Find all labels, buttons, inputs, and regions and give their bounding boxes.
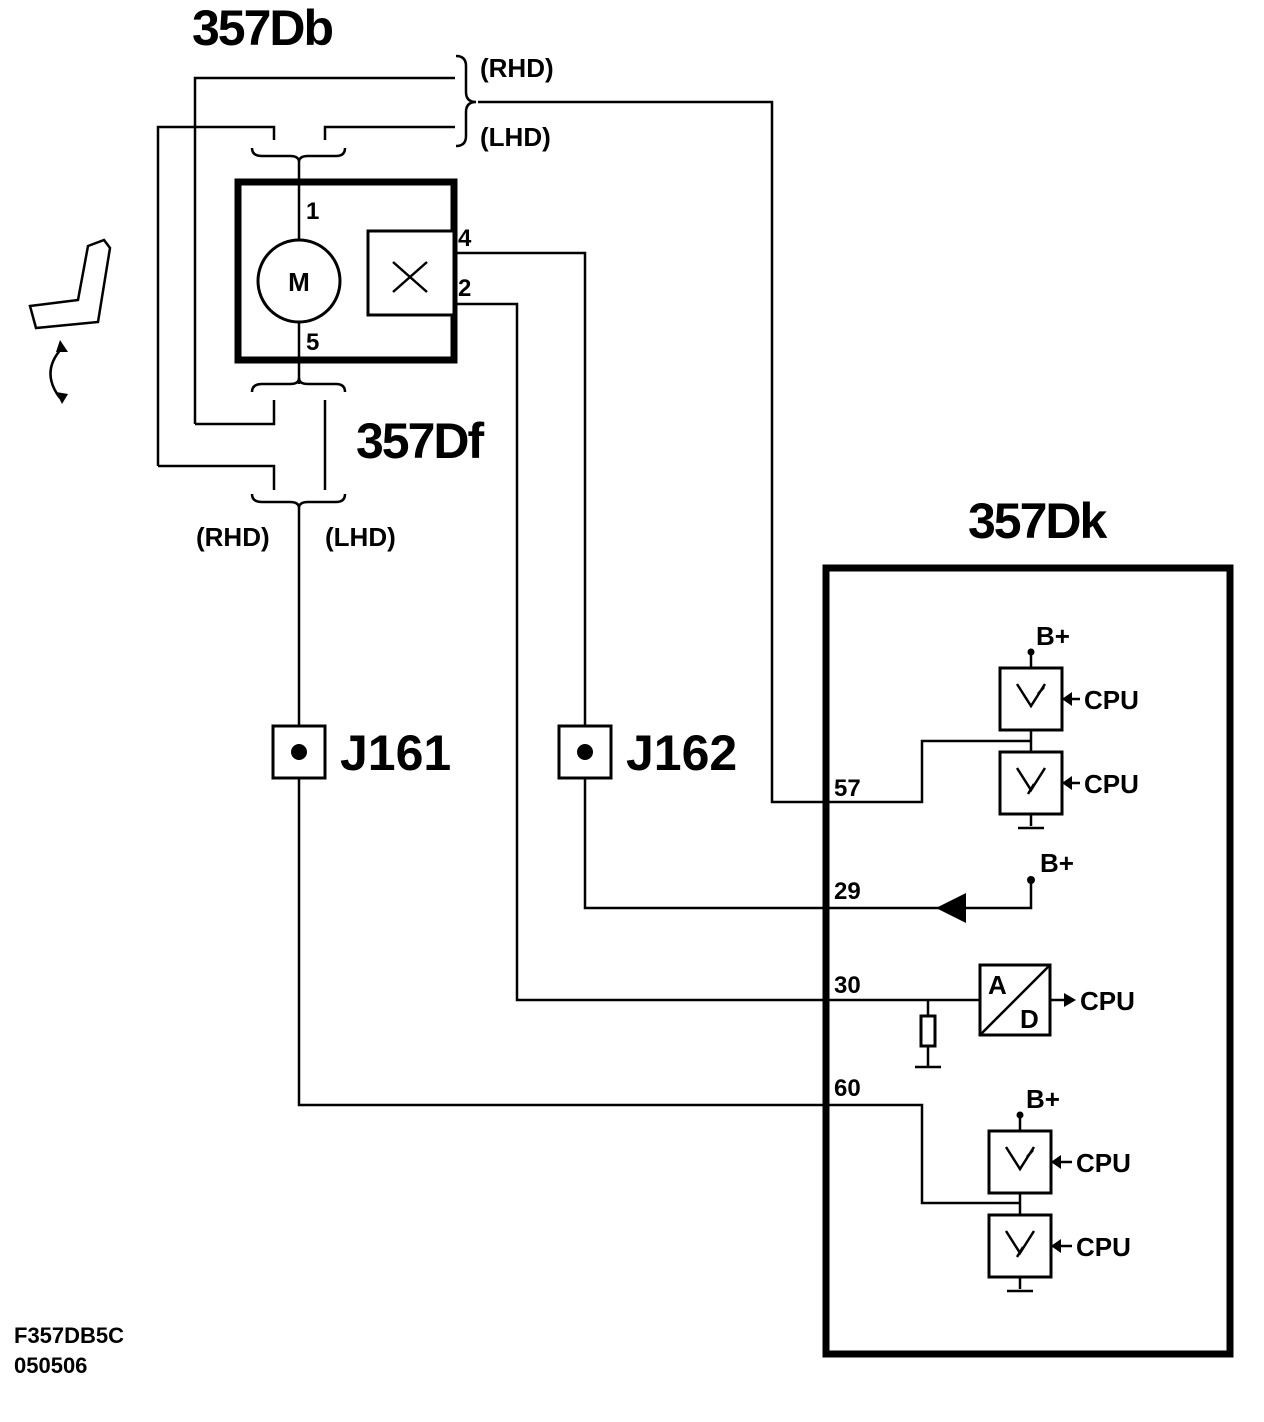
cpu-label-lower-2: CPU	[1076, 1232, 1131, 1262]
sensor-pin-2: 2	[458, 275, 471, 302]
motor-pin-5: 5	[306, 329, 319, 356]
wire-top-lhd	[156, 125, 276, 466]
motor-symbol: M	[288, 267, 310, 297]
module-357dk-label: 357Dk	[968, 493, 1108, 549]
junction-j161-label: J161	[340, 725, 451, 781]
transistor-pair-lower: B+ CPU CPU	[987, 1084, 1131, 1293]
current-source-icon: B+	[936, 848, 1074, 923]
wire-top-rhd	[193, 76, 455, 424]
module-pin-60: 60	[834, 1075, 861, 1102]
wire-pin29	[583, 778, 1033, 910]
wire-sensor-pin4	[454, 251, 587, 726]
sensor-box	[366, 229, 456, 317]
supply-label-upper: B+	[1036, 621, 1070, 651]
wire-pin57	[478, 100, 1031, 804]
junction-j161-dot	[291, 744, 307, 760]
cpu-label-upper-2: CPU	[1084, 769, 1139, 799]
cpu-label-adc: CPU	[1080, 986, 1135, 1016]
supply-label-lower: B+	[1026, 1084, 1060, 1114]
supply-label-mid: B+	[1040, 848, 1074, 878]
sensor-cross-icon	[392, 261, 428, 293]
transistor-icon	[987, 1129, 1053, 1195]
module-pin-30: 30	[834, 972, 861, 999]
footer-code: F357DB5C	[14, 1323, 124, 1348]
module-pin-29: 29	[834, 878, 861, 905]
control-module-box	[822, 564, 1234, 1358]
bottom-small-brace	[250, 493, 347, 509]
footer-date: 050506	[14, 1353, 87, 1378]
resistor-icon	[915, 1000, 941, 1069]
junction-j162-dot	[577, 744, 593, 760]
connector-357df-label: 357Df	[356, 413, 485, 469]
bottom-rhd-label: (RHD)	[196, 522, 270, 552]
adc-label-a: A	[988, 970, 1007, 1000]
top-small-brace	[250, 147, 347, 163]
bottom-lhd-label: (LHD)	[325, 522, 396, 552]
module-pin-57: 57	[834, 775, 861, 802]
mid-small-brace	[250, 377, 347, 393]
transistor-pair-upper: B+ CPU CPU	[998, 621, 1139, 830]
variant-brace	[455, 54, 477, 148]
wire-pin60	[297, 778, 1020, 1205]
top-lhd-label: (LHD)	[480, 122, 551, 152]
transistor-icon	[998, 666, 1064, 732]
adc-icon: A D CPU	[978, 963, 1135, 1037]
wire-bottom-lhd	[158, 464, 276, 490]
rotation-arrow-icon	[49, 340, 68, 404]
seat-icon	[28, 238, 112, 330]
connector-357db-label: 357Db	[192, 0, 333, 56]
transistor-icon	[998, 750, 1064, 816]
cpu-label-upper-1: CPU	[1084, 685, 1139, 715]
junction-j162-label: J162	[626, 725, 737, 781]
sensor-pin-4: 4	[458, 225, 472, 252]
motor-pin-1: 1	[306, 198, 319, 225]
wire-sensor-pin2	[454, 302, 980, 1002]
transistor-icon	[987, 1213, 1053, 1279]
cpu-label-lower-1: CPU	[1076, 1148, 1131, 1178]
top-rhd-label: (RHD)	[480, 53, 554, 83]
adc-label-d: D	[1020, 1004, 1039, 1034]
junction-j162-box	[557, 724, 613, 780]
wire-top-lhd-right	[323, 125, 455, 140]
wire-bottom-rhd	[195, 400, 276, 426]
